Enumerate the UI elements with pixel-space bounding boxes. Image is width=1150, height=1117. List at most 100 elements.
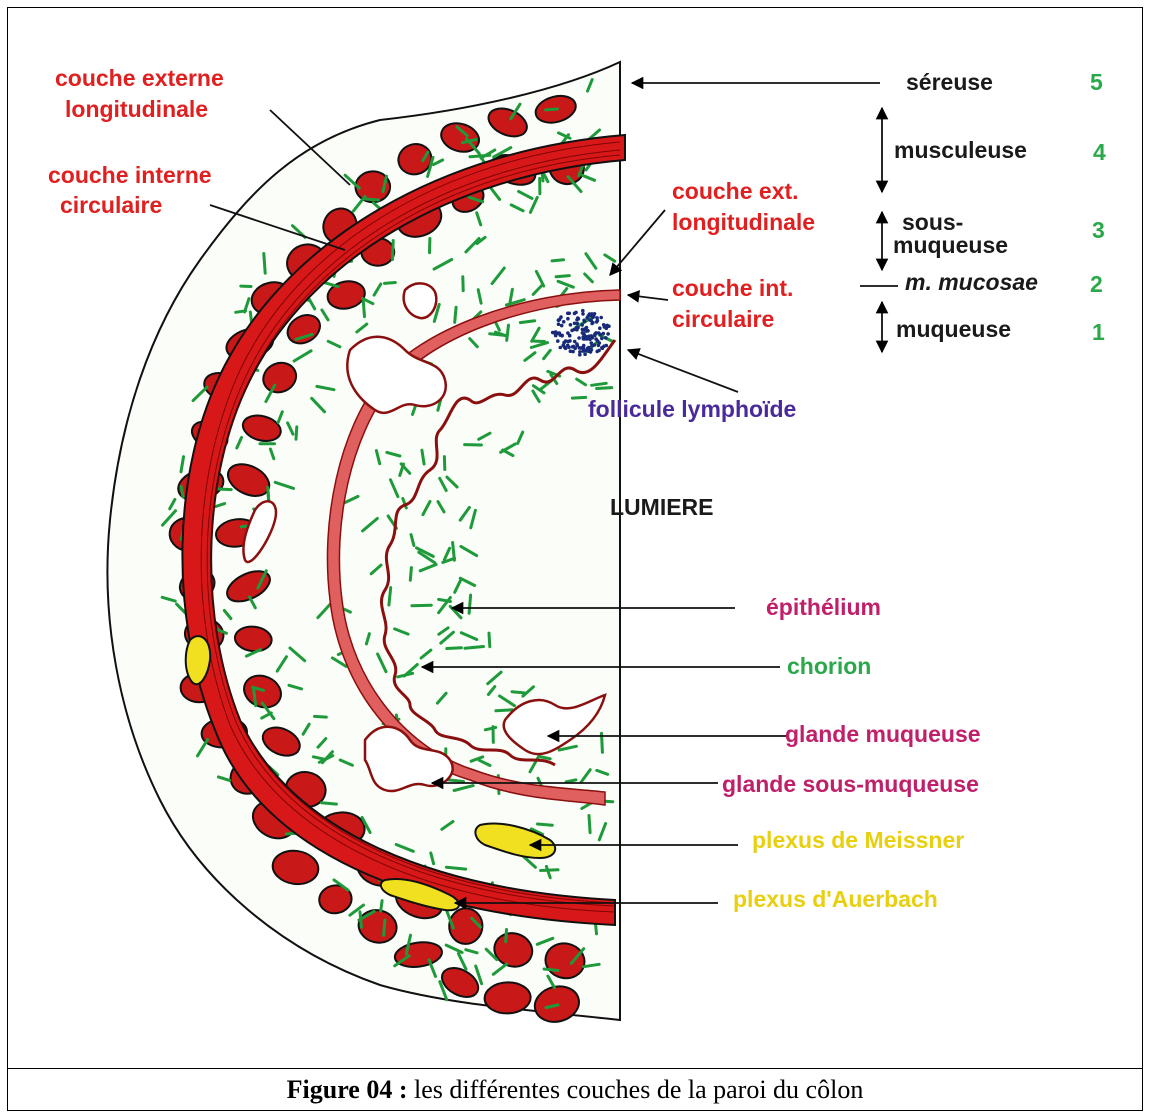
outer-longitudinal-label-2: longitudinale [65, 96, 208, 122]
tissue-dash [589, 816, 590, 833]
tissue-dash [384, 920, 385, 935]
mucous-gland-label: glande muqueuse [785, 721, 981, 747]
lymphocyte-dot [591, 321, 595, 325]
tissue-dash [544, 969, 558, 971]
lymphocyte-dot [606, 332, 610, 336]
lymphocyte-dot [581, 328, 585, 332]
lymphocyte-dot [588, 338, 592, 342]
tissue-dash [538, 824, 553, 825]
layer-mm: m. mucosae [905, 269, 1038, 295]
lymphocyte-dot [584, 349, 588, 353]
tissue-dash [315, 716, 327, 717]
lymphocyte-dot [588, 318, 592, 322]
lymphocyte-dot [597, 349, 601, 353]
layer-serosa: séreuse [906, 69, 993, 95]
tissue-dash [496, 710, 512, 711]
tissue-dash [446, 867, 465, 869]
layer-submucosa-2: muqueuse [893, 232, 1008, 258]
inner-circular-label-1: couche interne [48, 162, 212, 188]
lymphocyte-dot [569, 323, 573, 327]
tissue-dash [469, 595, 471, 613]
caption-text: les différentes couches de la paroi du c… [408, 1075, 864, 1104]
tissue-dash [572, 397, 585, 398]
lymphocyte-dot [570, 329, 574, 333]
caption-separator [7, 1068, 1143, 1069]
tissue-dash [360, 912, 361, 927]
tissue-dash [506, 930, 507, 942]
colon-wall-diagram: couche externe longitudinale couche inte… [0, 0, 1150, 1068]
lymphoid-follicle-label: follicule lymphoïde [588, 396, 796, 422]
meissner-label: plexus de Meissner [752, 827, 964, 853]
mm-int-label-2: circulaire [672, 306, 774, 332]
mm-ext-label-1: couche ext. [672, 178, 799, 204]
lymphocyte-dot [586, 329, 590, 333]
lymphocyte-dot [599, 316, 603, 320]
lymphocyte-dot [556, 339, 560, 343]
tissue-dash [389, 588, 391, 605]
tissue-dash [392, 241, 393, 260]
tissue-dash [365, 199, 378, 200]
tissue-dash [439, 599, 451, 601]
small-crypt [404, 283, 437, 318]
lymphocyte-dot [568, 339, 572, 343]
lymphocyte-dot [573, 347, 577, 351]
lymphocyte-dot [559, 346, 563, 350]
mm-int-label-1: couche int. [672, 275, 793, 301]
mm-ext-label-2: longitudinale [672, 209, 815, 235]
chorion-label: chorion [787, 653, 871, 679]
lymphocyte-dot [582, 332, 586, 336]
lymphocyte-dot [590, 341, 594, 345]
tissue-dash [520, 321, 534, 323]
tissue-dash [455, 307, 456, 322]
layer-muscularis-number: 4 [1093, 139, 1106, 165]
layer-mm-number: 2 [1090, 271, 1103, 297]
lymphocyte-dot [588, 313, 592, 317]
lymphocyte-dot [594, 337, 598, 341]
inner-circular-label-2: circulaire [60, 192, 162, 218]
lymphocyte-dot [581, 309, 585, 313]
lymphocyte-dot [578, 350, 582, 354]
tissue-dash [597, 388, 612, 389]
layer-mucosa-number: 1 [1092, 319, 1105, 345]
tissue-dash [556, 276, 569, 277]
lymphocyte-dot [601, 346, 605, 350]
lymphocyte-dot [562, 320, 566, 324]
tissue-dash [412, 605, 431, 606]
lymphocyte-dot [593, 332, 597, 336]
layer-mucosa: muqueuse [896, 316, 1011, 342]
tissue-dash [512, 692, 524, 693]
lymphocyte-dot [577, 317, 581, 321]
lymphocyte-dot [581, 312, 585, 316]
lymphocyte-dot [583, 352, 587, 356]
tissue-dash [552, 260, 564, 261]
tissue-dash [489, 633, 490, 647]
lymphocyte-dot [560, 324, 564, 328]
lymphocyte-dot [580, 323, 584, 327]
layer-submucosa-number: 3 [1092, 217, 1105, 243]
lymphocyte-dot [558, 318, 562, 322]
lymphocyte-dot [605, 344, 609, 348]
lymphocyte-dot [603, 325, 607, 329]
lymphocyte-dot [569, 349, 573, 353]
auerbach-label: plexus d'Auerbach [733, 886, 938, 912]
lymphocyte-dot [576, 326, 580, 330]
lymphocyte-dot [595, 316, 599, 320]
lymphocyte-dot [557, 322, 561, 326]
lymphocyte-dot [573, 322, 577, 326]
lymphocyte-dot [551, 331, 555, 335]
tissue-dash [490, 334, 505, 336]
lymphocyte-dot [566, 331, 570, 335]
tissue-dash [264, 254, 265, 274]
tissue-dash [322, 803, 337, 804]
layer-serosa-number: 5 [1090, 69, 1103, 95]
outer-longitudinal-label-1: couche externe [55, 65, 224, 91]
lymphocyte-dot [566, 312, 570, 316]
tissue-dash [507, 325, 509, 340]
lumen-label: LUMIERE [610, 494, 714, 520]
tissue-dash [410, 568, 411, 581]
tissue-dash [465, 647, 484, 649]
tissue-dash [453, 543, 455, 561]
tissue-dash [447, 780, 463, 782]
lymphocyte-dot [582, 319, 586, 323]
tissue-dash [385, 283, 396, 284]
